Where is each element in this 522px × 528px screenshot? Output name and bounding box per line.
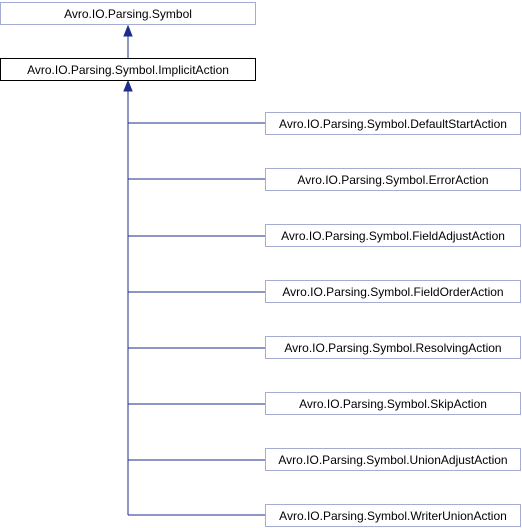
node-base-class[interactable]: Avro.IO.Parsing.Symbol [0, 2, 256, 25]
node-base-label: Avro.IO.Parsing.Symbol [64, 7, 192, 21]
node-child-label: Avro.IO.Parsing.Symbol.DefaultStartActio… [279, 117, 507, 131]
node-child-union-adjust-action[interactable]: Avro.IO.Parsing.Symbol.UnionAdjustAction [265, 448, 521, 471]
node-child-resolving-action[interactable]: Avro.IO.Parsing.Symbol.ResolvingAction [265, 336, 521, 359]
arrowhead-focus [123, 79, 133, 92]
node-child-field-adjust-action[interactable]: Avro.IO.Parsing.Symbol.FieldAdjustAction [265, 224, 521, 247]
inheritance-edges [123, 24, 265, 516]
arrowhead-base [123, 24, 133, 37]
node-child-label: Avro.IO.Parsing.Symbol.ErrorAction [297, 173, 488, 187]
node-child-label: Avro.IO.Parsing.Symbol.SkipAction [299, 397, 487, 411]
node-focus-label: Avro.IO.Parsing.Symbol.ImplicitAction [27, 63, 229, 77]
node-child-field-order-action[interactable]: Avro.IO.Parsing.Symbol.FieldOrderAction [265, 280, 521, 303]
node-child-label: Avro.IO.Parsing.Symbol.WriterUnionAction [279, 509, 507, 523]
node-child-label: Avro.IO.Parsing.Symbol.ResolvingAction [284, 341, 501, 355]
node-child-writer-union-action[interactable]: Avro.IO.Parsing.Symbol.WriterUnionAction [265, 504, 521, 527]
node-child-skip-action[interactable]: Avro.IO.Parsing.Symbol.SkipAction [265, 392, 521, 415]
node-child-default-start-action[interactable]: Avro.IO.Parsing.Symbol.DefaultStartActio… [265, 112, 521, 135]
node-child-error-action[interactable]: Avro.IO.Parsing.Symbol.ErrorAction [265, 168, 521, 191]
node-child-label: Avro.IO.Parsing.Symbol.FieldOrderAction [282, 285, 503, 299]
node-focus-class: Avro.IO.Parsing.Symbol.ImplicitAction [0, 58, 256, 81]
node-child-label: Avro.IO.Parsing.Symbol.FieldAdjustAction [281, 229, 505, 243]
node-child-label: Avro.IO.Parsing.Symbol.UnionAdjustAction [278, 453, 507, 467]
